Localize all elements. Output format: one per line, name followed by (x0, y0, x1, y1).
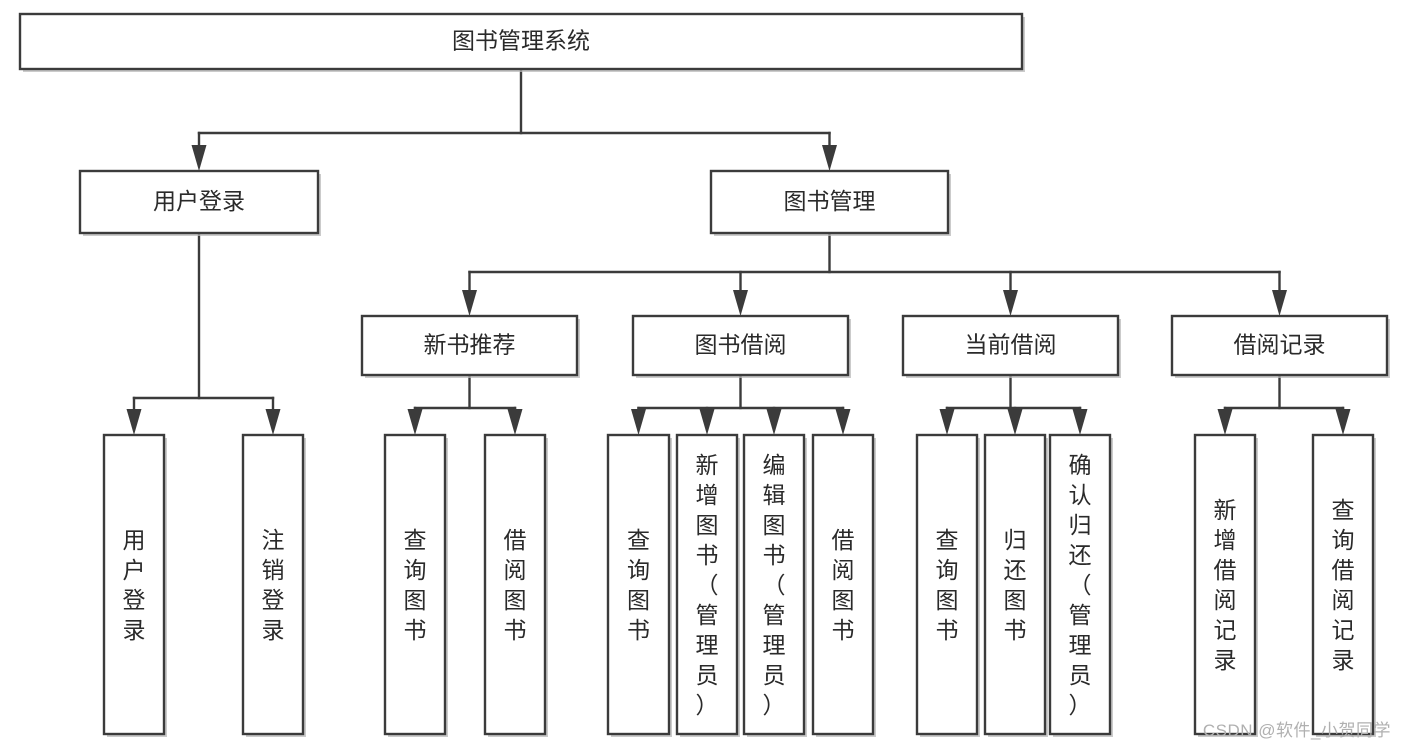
arrow-head-icon (766, 409, 782, 435)
node-label: 当前借阅 (965, 332, 1057, 358)
node-user-login[interactable]: 用户登录 (78, 169, 321, 236)
node-label: 借阅记录 (1234, 332, 1326, 358)
node-box[interactable] (483, 433, 547, 736)
node-label: 新增借阅记录 (1214, 497, 1237, 673)
node-leaf-user-login[interactable]: 用户登录 (102, 433, 167, 737)
arrow-head-icon (1272, 290, 1287, 316)
arrow-head-icon (191, 145, 207, 171)
node-label: 图书管理 (784, 188, 876, 214)
node-label: 新书推荐 (424, 332, 516, 358)
arrow-head-icon (126, 409, 142, 435)
node-label: 查询图书 (936, 527, 959, 643)
node-box[interactable] (742, 433, 806, 736)
node-current-borrow[interactable]: 当前借阅 (901, 314, 1121, 378)
arrow-head-icon (835, 409, 851, 435)
node-label: 用户登录 (153, 188, 245, 214)
node-borrow-record[interactable]: 借阅记录 (1170, 314, 1390, 378)
arrow-head-icon (822, 145, 837, 171)
node-label: 确认归还（管理员） (1069, 452, 1092, 718)
node-box[interactable] (1170, 314, 1389, 377)
node-box[interactable] (18, 12, 1024, 71)
node-label: 图书借阅 (695, 332, 787, 358)
node-leaf-query-book-current[interactable]: 查询图书 (915, 433, 980, 737)
arrow-head-icon (631, 409, 646, 435)
node-leaf-borrow-book[interactable]: 借阅图书 (811, 433, 876, 737)
node-leaf-add-record[interactable]: 新增借阅记录 (1193, 433, 1258, 737)
node-leaf-add-book[interactable]: 新增图书（管理员） (675, 433, 740, 737)
node-box[interactable] (383, 433, 447, 736)
arrow-head-icon (1007, 409, 1023, 435)
node-label: 用户登录 (123, 527, 146, 643)
node-box[interactable] (631, 314, 850, 377)
node-box[interactable] (1193, 433, 1257, 736)
node-label: 注销登录 (262, 527, 285, 643)
node-box[interactable] (360, 314, 579, 377)
node-label: 编辑图书（管理员） (763, 452, 786, 718)
node-leaf-edit-book[interactable]: 编辑图书（管理员） (742, 433, 807, 737)
watermark-label: CSDN @软件_小贺同学 (1202, 721, 1391, 740)
node-label: 归还图书 (1004, 527, 1027, 643)
node-leaf-query-book-borrow[interactable]: 查询图书 (606, 433, 672, 737)
arrow-head-icon (507, 409, 523, 435)
arrow-head-icon (939, 409, 955, 435)
node-box[interactable] (901, 314, 1120, 377)
node-leaf-query-book-rec[interactable]: 查询图书 (383, 433, 448, 737)
node-leaf-logout[interactable]: 注销登录 (241, 433, 306, 737)
arrow-head-icon (407, 409, 423, 435)
node-new-book-rec[interactable]: 新书推荐 (360, 314, 580, 378)
node-leaf-return-book[interactable]: 归还图书 (983, 433, 1048, 737)
node-box[interactable] (78, 169, 320, 235)
node-book-borrow[interactable]: 图书借阅 (631, 314, 851, 378)
node-label: 借阅图书 (832, 527, 855, 643)
node-box[interactable] (709, 169, 950, 235)
node-box[interactable] (915, 433, 979, 736)
arrow-head-icon (1003, 290, 1018, 316)
node-box[interactable] (1048, 433, 1112, 736)
node-label: 图书管理系统 (452, 28, 590, 54)
node-leaf-query-record[interactable]: 查询借阅记录 (1311, 433, 1376, 737)
node-label: 新增图书（管理员） (696, 452, 719, 718)
node-layer: 图书管理系统用户登录图书管理新书推荐图书借阅当前借阅借阅记录用户登录注销登录查询… (18, 12, 1390, 737)
arrow-head-icon (265, 409, 281, 435)
node-root[interactable]: 图书管理系统 (18, 12, 1025, 72)
arrow-head-icon (1335, 409, 1351, 435)
node-label: 查询图书 (627, 527, 650, 643)
node-leaf-borrow-book-rec[interactable]: 借阅图书 (483, 433, 548, 737)
node-box[interactable] (811, 433, 875, 736)
node-box[interactable] (241, 433, 305, 736)
node-box[interactable] (983, 433, 1047, 736)
edge-layer (126, 67, 1351, 435)
node-leaf-confirm-return[interactable]: 确认归还（管理员） (1048, 433, 1113, 737)
arrow-head-icon (1072, 409, 1088, 435)
arrow-head-icon (733, 290, 748, 316)
node-label: 查询图书 (404, 527, 427, 643)
node-box[interactable] (675, 433, 739, 736)
node-box[interactable] (1311, 433, 1375, 736)
node-label: 查询借阅记录 (1332, 497, 1355, 673)
arrow-head-icon (699, 409, 715, 435)
node-book-manage[interactable]: 图书管理 (709, 169, 951, 236)
node-box[interactable] (102, 433, 166, 736)
node-box[interactable] (606, 433, 671, 736)
node-label: 借阅图书 (504, 527, 527, 643)
arrow-head-icon (462, 290, 477, 316)
arrow-head-icon (1217, 409, 1233, 435)
